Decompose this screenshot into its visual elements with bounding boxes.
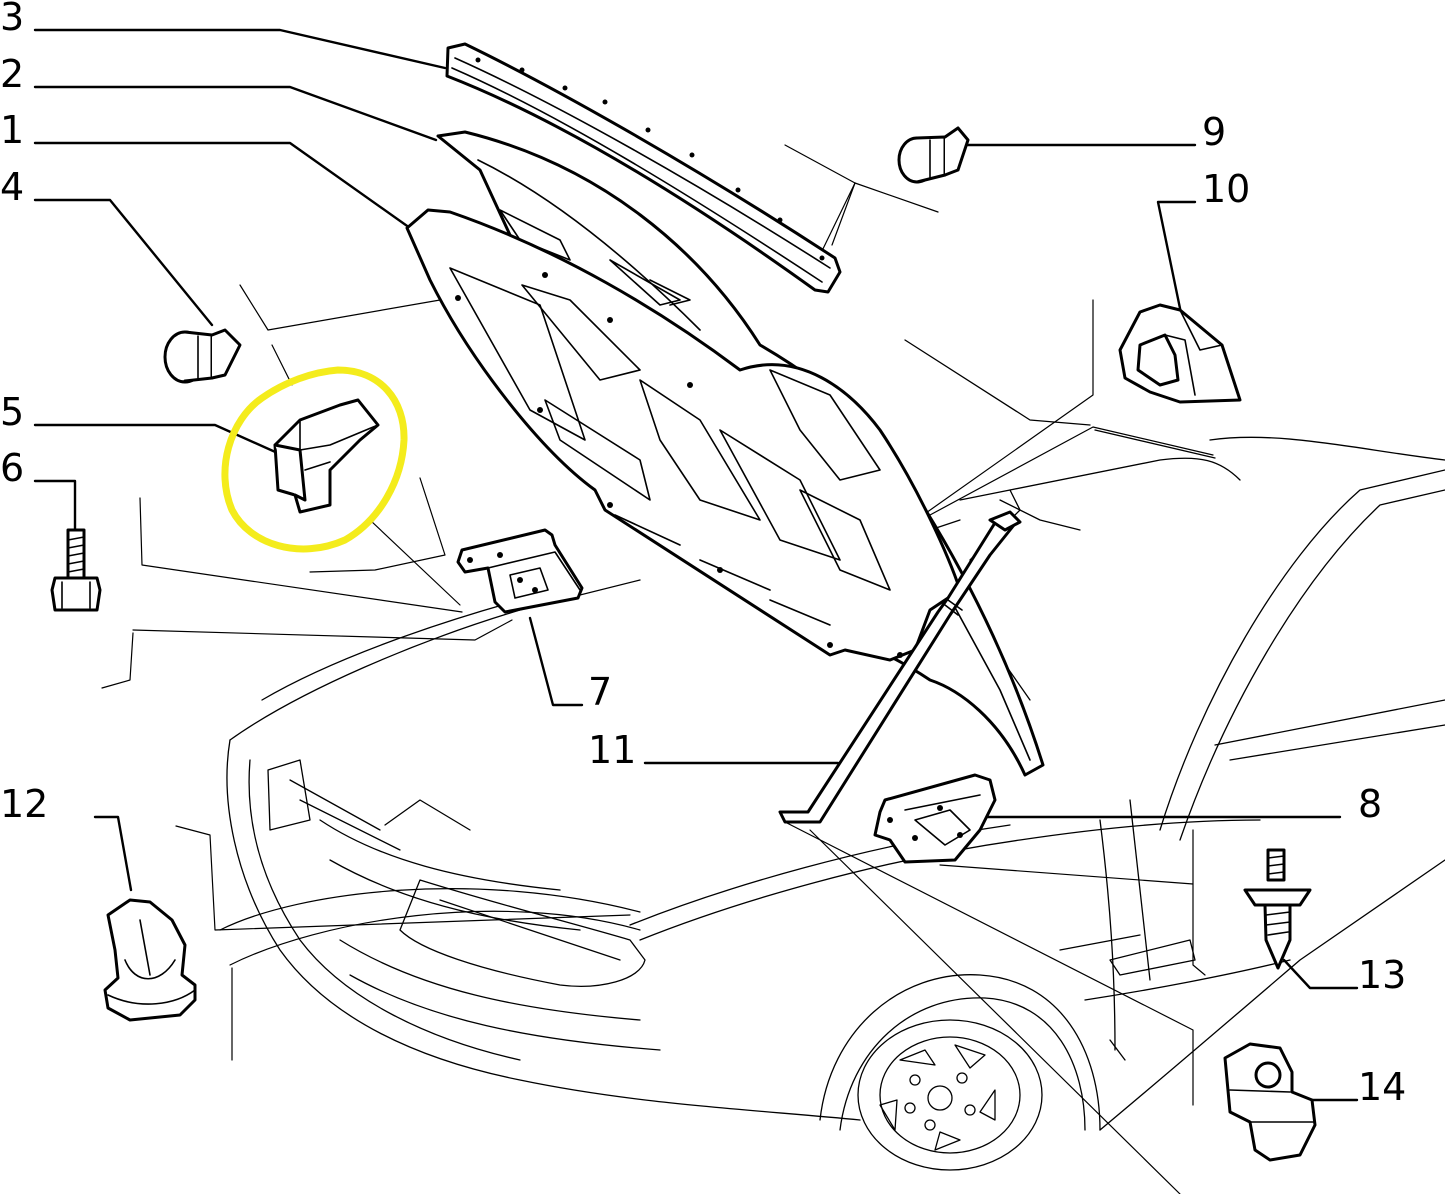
callout-7: 7 xyxy=(588,670,612,714)
callout-10: 10 xyxy=(1202,167,1250,211)
part-12-clip xyxy=(103,898,197,1022)
callout-12: 12 xyxy=(0,782,48,826)
part-8-hood-hinge-right xyxy=(873,773,997,864)
callout-3: 3 xyxy=(0,0,24,39)
leader-lines xyxy=(33,28,1359,1194)
callout-14: 14 xyxy=(1358,1065,1406,1109)
callout-6: 6 xyxy=(0,446,24,490)
callout-2: 2 xyxy=(0,52,24,96)
part-7-hood-hinge-left xyxy=(456,528,584,614)
part-9-plug xyxy=(897,126,970,184)
callout-labels: 3 2 1 4 5 6 7 9 10 11 8 12 13 14 xyxy=(0,0,1406,1109)
callout-1: 1 xyxy=(0,108,24,152)
part-11-prop-rod xyxy=(778,510,1022,824)
part-14-clip xyxy=(1223,1042,1317,1162)
callout-11: 11 xyxy=(588,728,636,772)
highlight-circle xyxy=(221,366,408,553)
part-6-bolt xyxy=(50,528,102,612)
part-10-bracket xyxy=(1118,303,1242,404)
part-4-plug xyxy=(163,328,242,384)
part-13-stud-bolt xyxy=(1243,848,1312,970)
car-body-outline xyxy=(226,339,1445,1171)
callout-5: 5 xyxy=(0,390,24,434)
callout-8: 8 xyxy=(1358,782,1382,826)
callout-9: 9 xyxy=(1202,110,1226,154)
callout-13: 13 xyxy=(1358,953,1406,997)
part-3-hood-seal-strip xyxy=(445,42,842,294)
part-5-bump-stop xyxy=(273,398,380,514)
callout-4: 4 xyxy=(0,165,24,209)
part-1-hood-insulation xyxy=(405,208,962,662)
